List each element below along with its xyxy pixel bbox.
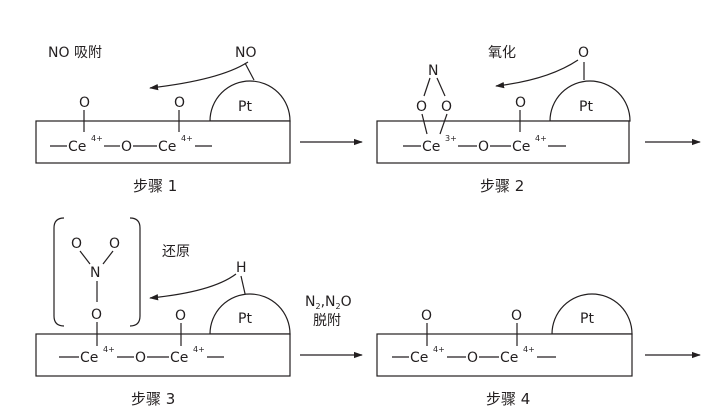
step-4-ce-2-charge: 4+ (523, 345, 535, 354)
step-2-label: 步骤 2 (480, 177, 524, 195)
step-3-n-o-bond-left (79, 250, 91, 265)
step-3-nitrite-n: N (90, 265, 100, 281)
step-3-nitrite-o-right: O (109, 236, 120, 252)
step-3-pt-label: Pt (238, 311, 252, 327)
step-3-panel: O O N O 还原 H Pt O Ce 4+ O Ce 4+ 步骤 3 (35, 217, 291, 408)
step-2-nitrate-o-left: O (416, 99, 427, 115)
step-3-n-o-bond-right (102, 250, 114, 265)
desorption-label: 脱附 (313, 313, 341, 329)
step-2-n-o-bond-right (436, 77, 446, 97)
step-4-pt-particle (551, 293, 633, 335)
step-1-ce-2-charge: 4+ (181, 134, 193, 143)
step-1-process-label: NO 吸附 (48, 45, 102, 61)
desorption-n2-n: N (305, 294, 315, 310)
step-1-label: 步骤 1 (133, 177, 177, 195)
step-4-panel: Pt O O Ce 4+ O Ce 4+ 步骤 4 (376, 293, 633, 408)
step-3-process-label: 还原 (162, 244, 190, 260)
step-2-pt-label: Pt (579, 99, 593, 115)
desorption-n2o-subscript: 2 (336, 302, 341, 311)
step-3-bracket-left (53, 217, 65, 327)
step-3-ce-2: Ce (170, 350, 188, 366)
step-4-pt-label: Pt (580, 311, 594, 327)
step-1-ce-1-charge: 4+ (91, 134, 103, 143)
step-3-ce-1: Ce (80, 350, 98, 366)
step-1-reagent-no: NO (235, 45, 257, 61)
step-3-bracket-right (129, 217, 141, 327)
step-3-ce-2-charge: 4+ (193, 345, 205, 354)
step-3-label: 步骤 3 (131, 390, 175, 408)
step-1-no-bond (244, 62, 255, 81)
step-4-ce-2: Ce (500, 350, 518, 366)
step-2-ce-1: Ce (422, 139, 440, 155)
step-4-adsorbed-o-1: O (421, 308, 432, 324)
step-3-pt-particle (209, 293, 291, 335)
desorption-n2o-n: N (325, 294, 335, 310)
step-4-adsorbed-o-2: O (511, 308, 522, 324)
step-4-ce-1: Ce (410, 350, 428, 366)
step-3-adsorbed-o: O (175, 308, 186, 324)
step-2-o-ce-bond-right (439, 113, 448, 135)
step-3-ce-1-charge: 4+ (103, 345, 115, 354)
step-3-ceria-support (35, 333, 291, 377)
step-2-ceria-support (376, 120, 630, 164)
step-1-ce-1: Ce (68, 139, 86, 155)
step-3-reduction-arrow (149, 273, 237, 301)
step-3-bridge-o: O (135, 350, 146, 366)
step-3-nitrite-o-left: O (71, 236, 82, 252)
step-4-ce-1-charge: 4+ (433, 345, 445, 354)
step-2-o-ce-bond-left (421, 113, 428, 135)
step-1-pt-label: Pt (238, 99, 252, 115)
step-3-nitrite-o-bottom: O (91, 307, 102, 323)
step-2-ce-1-charge: 3+ (445, 134, 457, 143)
step-2-nitrate-n: N (428, 63, 438, 79)
step-4-ceria-support (376, 333, 633, 377)
step-2-nitrate-o-right: O (441, 99, 452, 115)
step-1-ce-2: Ce (158, 139, 176, 155)
step-2-reagent-o: O (578, 45, 589, 61)
desorption-annotation: N2,N2O 脱附 (305, 294, 352, 329)
step-1-adsorption-arrow (149, 61, 249, 91)
step-4-label: 步骤 4 (486, 390, 530, 408)
step-2-ce-2-charge: 4+ (535, 134, 547, 143)
step-2-ce-2: Ce (512, 139, 530, 155)
step-2-process-label: 氧化 (488, 45, 516, 61)
step-2-bridge-o: O (478, 139, 489, 155)
step-2-panel: 氧化 O Pt N O O O Ce 3+ O Ce 4+ 步骤 2 (376, 45, 631, 195)
step-1-adsorbed-o-2: O (174, 95, 185, 111)
desorption-n2o-o: O (341, 294, 352, 310)
step-2-oxidation-arrow (495, 59, 579, 89)
step-2-adsorbed-o: O (515, 95, 526, 111)
step-2-pt-particle (549, 80, 631, 122)
step-1-pt-particle (209, 80, 291, 122)
step-1-panel: NO 吸附 NO Pt O O Ce 4+ O Ce 4+ 步骤 1 (35, 45, 291, 195)
step-2-n-o-bond-left (423, 77, 431, 97)
step-3-reagent-h: H (236, 260, 247, 276)
desorption-n2-subscript: 2 (315, 302, 320, 311)
step-1-bridge-o: O (121, 139, 132, 155)
step-1-adsorbed-o-1: O (79, 95, 90, 111)
step-4-bridge-o: O (467, 350, 478, 366)
desorption-comma: , (321, 294, 325, 310)
step-1-ceria-support (35, 120, 291, 164)
desorption-products: N2,N2O (305, 294, 352, 311)
